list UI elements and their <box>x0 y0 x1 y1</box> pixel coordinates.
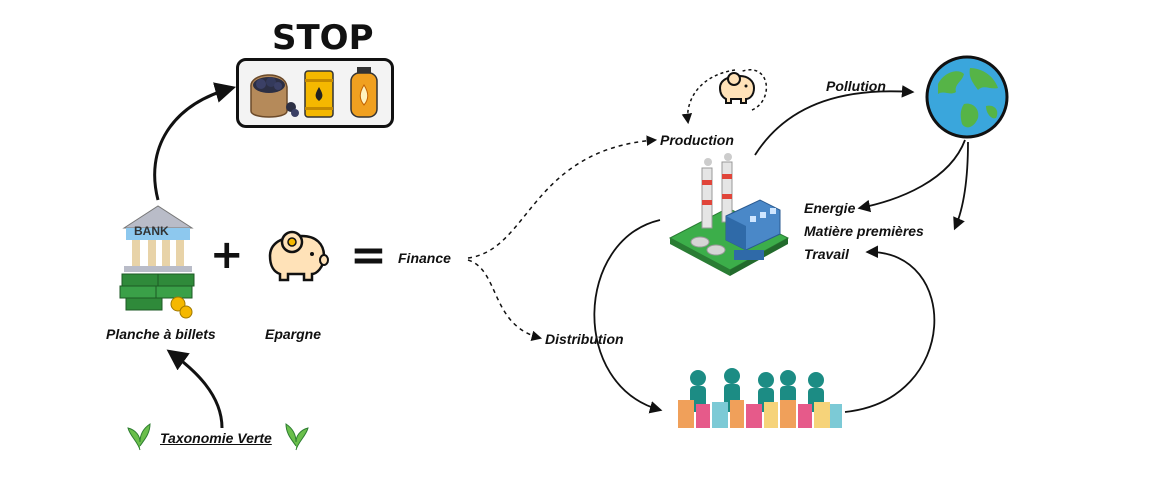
gas-cylinder-icon <box>350 67 378 118</box>
leaf-icon-left <box>126 422 152 457</box>
arrow-earth-to-matiere <box>953 141 969 231</box>
pollution-label: Pollution <box>826 78 886 94</box>
plus-sign: + <box>210 232 244 278</box>
earth-icon <box>924 54 1010 145</box>
coal-icon <box>250 74 299 118</box>
arrow-earth-to-energie <box>857 139 966 213</box>
arrow-bank-to-stop <box>153 82 237 201</box>
planche-label: Planche à billets <box>106 326 216 342</box>
epargne-label: Epargne <box>265 326 322 342</box>
stop-box-icons <box>250 67 378 118</box>
distribution-label: Distribution <box>545 331 624 347</box>
arrow-pollution <box>754 85 915 156</box>
taxonomie-verte-label: Taxonomie Verte <box>160 430 272 446</box>
arrow-taxonomie-to-bank <box>166 349 224 429</box>
piggy-bank-icon <box>262 226 330 289</box>
input-matiere: Matière premières <box>804 223 924 239</box>
input-travail: Travail <box>804 246 849 262</box>
small-piggy-icon <box>716 70 758 111</box>
arrow-people-to-travail <box>844 245 936 413</box>
input-energie: Energie <box>804 200 856 216</box>
finance-label: Finance <box>398 250 451 266</box>
consumers-icon <box>674 366 846 437</box>
bank-icon: BANK <box>118 200 198 320</box>
equals-sign: = <box>350 230 387 281</box>
production-label: Production <box>660 132 734 148</box>
arrow-factory-to-people <box>593 219 663 414</box>
factory-icon <box>664 150 794 290</box>
arrow-finance-to-production <box>467 135 658 259</box>
leaf-icon-right <box>284 422 310 457</box>
arrow-piggy-loop <box>688 69 768 122</box>
arrow-finance-to-distribution <box>467 259 543 341</box>
oil-barrel-icon <box>304 70 334 118</box>
bank-text: BANK <box>134 224 169 238</box>
stop-title: STOP <box>272 18 374 58</box>
stop-box <box>236 58 394 128</box>
